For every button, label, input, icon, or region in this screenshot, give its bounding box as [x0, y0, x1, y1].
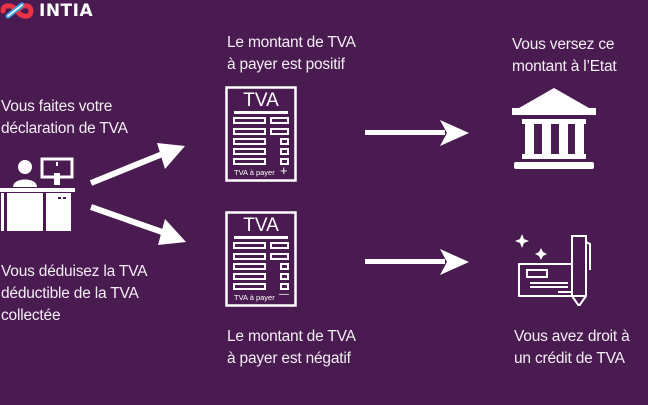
pay-outcome-line: montant à l’Etat — [512, 58, 617, 75]
intia-logo-icon — [0, 2, 34, 19]
cheque-with-pen-icon — [515, 234, 591, 306]
negative-caption: Le montant de TVA à payer est négatif — [227, 326, 356, 370]
negative-caption-line: à payer est négatif — [227, 350, 351, 367]
form-footer-label: TVA à payer — [234, 293, 275, 302]
form-sign: — — [279, 289, 289, 300]
brand-name: INTIA — [39, 1, 94, 21]
form-sign: + — [280, 163, 288, 178]
tva-form-negative-icon: TVA TVA à payer — — [225, 211, 297, 307]
credit-outcome-line: un crédit de TVA — [514, 350, 625, 367]
tva-form-positive-icon: TVA TVA à payer + — [225, 86, 297, 182]
start-top-text: Vous faites votre déclaration de TVA — [1, 96, 128, 140]
start-bottom-line: déductible de la TVA — [1, 285, 139, 302]
positive-caption-line: Le montant de TVA — [227, 34, 356, 51]
arrow-right-icon — [365, 249, 469, 275]
credit-outcome-line: Vous avez droit à — [514, 328, 630, 345]
pay-outcome-text: Vous versez ce montant à l’Etat — [512, 34, 617, 78]
start-bottom-text: Vous déduisez la TVA déductible de la TV… — [1, 261, 147, 327]
start-top-line: Vous faites votre — [1, 98, 113, 115]
person-at-desk-icon — [0, 157, 75, 231]
brand-logo: INTIA — [0, 0, 93, 22]
negative-caption-line: Le montant de TVA — [227, 328, 356, 345]
form-footer-label: TVA à payer — [234, 168, 275, 177]
form-title: TVA — [243, 215, 279, 236]
arrow-down-right-icon — [90, 204, 186, 245]
positive-caption: Le montant de TVA à payer est positif — [227, 32, 356, 76]
start-bottom-line: Vous déduisez la TVA — [1, 263, 148, 280]
positive-caption-line: à payer est positif — [227, 56, 345, 73]
form-title: TVA — [243, 90, 279, 111]
arrow-right-icon — [365, 120, 469, 146]
arrow-up-right-icon — [89, 143, 185, 186]
start-top-line: déclaration de TVA — [1, 120, 128, 137]
diagonal-arrows — [89, 143, 186, 245]
pay-outcome-line: Vous versez ce — [512, 36, 615, 53]
start-bottom-line: collectée — [1, 307, 61, 324]
credit-outcome-text: Vous avez droit à un crédit de TVA — [514, 326, 630, 370]
government-building-icon — [512, 88, 596, 169]
